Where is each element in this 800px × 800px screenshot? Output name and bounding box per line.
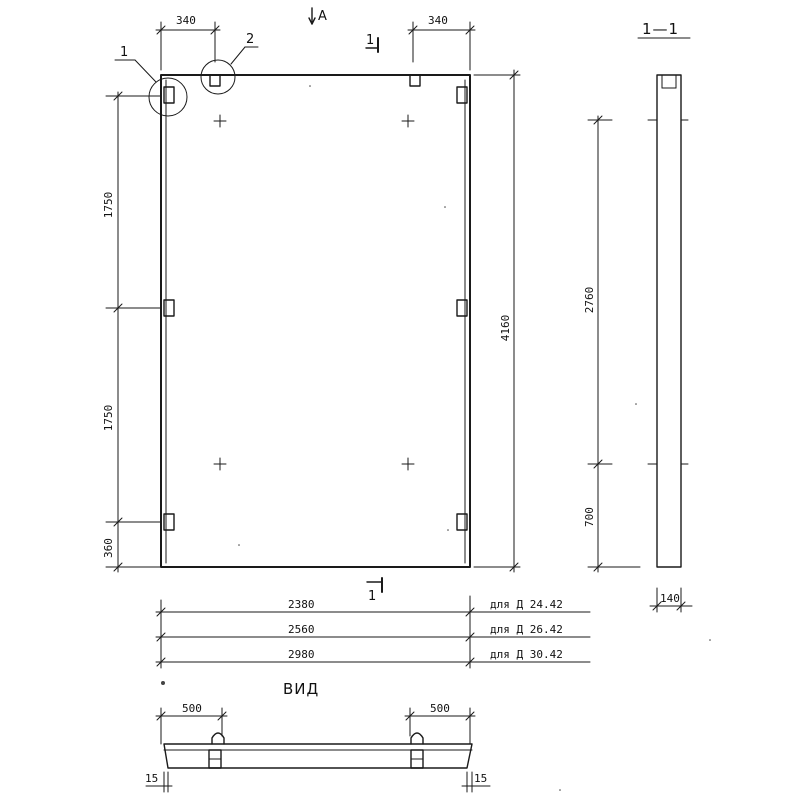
callout-2: 2 [200, 32, 259, 95]
height-dim: 4160 [473, 69, 521, 573]
section-mark-top: 1 [365, 33, 379, 53]
scan-speckles [161, 85, 711, 791]
section-dim-lower-label: 700 [583, 507, 596, 527]
top-dim-left-label: 340 [176, 14, 196, 27]
width-row-3-note: для Д 30.42 [490, 648, 563, 661]
callout-2-label: 2 [246, 32, 254, 47]
width-row-1-value: 2380 [288, 598, 315, 611]
width-row-3-value: 2980 [288, 648, 315, 661]
view-arrow-a: А [308, 7, 327, 25]
bottom-view: ВИД 500 500 15 15 [145, 680, 491, 793]
left-dim-bottom-label: 360 [102, 538, 115, 558]
view-edge-left-label: 15 [145, 772, 158, 785]
view-edge-right-label: 15 [474, 772, 487, 785]
view-arrow-label: А [318, 9, 327, 24]
view-title: ВИД [283, 680, 319, 698]
top-dim-left: 340 [155, 14, 221, 71]
panel-inserts [163, 74, 468, 531]
top-dim-right-label: 340 [428, 14, 448, 27]
view-dim-right-label: 500 [430, 702, 450, 715]
section-mark-bottom-label: 1 [368, 589, 376, 604]
top-dim-right: 340 [407, 14, 476, 71]
section-dim-upper-label: 2760 [583, 287, 596, 314]
panel-outline [160, 74, 471, 568]
section-mark-top-label: 1 [366, 33, 374, 48]
width-dims: 2380 2560 2980 для Д 24.42 для Д 26.42 д… [155, 595, 591, 669]
callout-1-label: 1 [120, 45, 128, 60]
left-dim-upper-label: 1750 [102, 192, 115, 219]
callout-1: 1 [114, 45, 188, 117]
left-dim-lower-label: 1750 [102, 405, 115, 432]
section-mark-bottom: 1 [366, 577, 383, 604]
width-row-2-value: 2560 [288, 623, 315, 636]
section-thickness-label: 140 [660, 592, 680, 605]
panel-cross-marks [213, 114, 415, 471]
width-row-1-note: для Д 24.42 [490, 598, 563, 611]
section-title: 1—1 [642, 20, 679, 38]
left-dims: 1750 1750 360 [102, 91, 161, 573]
height-dim-label: 4160 [499, 315, 512, 342]
view-dim-left-label: 500 [182, 702, 202, 715]
width-row-2-note: для Д 26.42 [490, 623, 563, 636]
section-view: 1—1 2760 700 140 [583, 20, 693, 613]
